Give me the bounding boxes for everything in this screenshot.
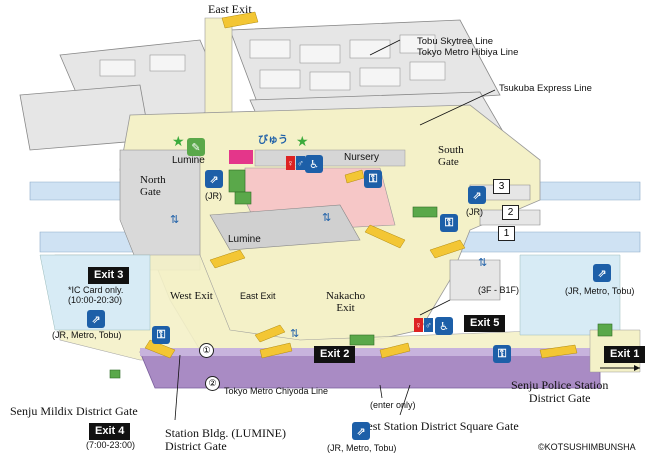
exit-5-sign: Exit 5 [464, 315, 506, 332]
mildix-gate-label: Senju Mildix District Gate [10, 404, 138, 418]
chiyoda-line-label: Tokyo Metro Chiyoda Line [224, 386, 329, 396]
escalator-icon: ⇗ [593, 264, 611, 282]
platform-1-marker: 1 [498, 226, 515, 241]
north-gate-label: North Gate [140, 174, 166, 199]
chiyoda-platform-top [140, 348, 600, 356]
stairs [144, 11, 578, 359]
west-square-gate-label: West Station District Square Gate [357, 419, 519, 433]
east-exit-lower-label: East Exit [240, 291, 276, 301]
info-icon: ✎ [187, 138, 205, 156]
jr-right-label: (JR) [466, 207, 483, 217]
jr-left-label: (JR) [205, 191, 222, 201]
copyright: ©KOTSUSHIMBUNSHA [538, 442, 636, 452]
exit-4-hours: (7:00-23:00) [86, 440, 136, 450]
nursery-block [254, 149, 406, 167]
exit-4-sign: Exit 4 [89, 423, 131, 440]
key-locker-icon: ⚿ [440, 214, 458, 232]
platform-2-marker: 2 [502, 205, 519, 220]
lumine-shop-magenta [229, 150, 253, 164]
tobu-skytree-line-label: Tobu Skytree Line [417, 36, 494, 47]
exit1-arrow-head [634, 365, 640, 371]
escalator-icon: ⇗ [205, 170, 223, 188]
enter-only-label: (enter only) [370, 400, 416, 410]
elevator-icon: ⇅ [478, 257, 488, 269]
jr-metro-tobu-right-label: (JR, Metro, Tobu) [565, 286, 635, 296]
elevator-icon: ⇅ [170, 214, 180, 226]
lumine-center-label: Lumine [228, 234, 261, 245]
jr-metro-tobu-left-label: (JR, Metro, Tobu) [52, 330, 122, 340]
escalator-icon: ⇗ [352, 422, 370, 440]
east-exit-label: East Exit [208, 2, 252, 16]
wheelchair-icon: ♿ [435, 317, 453, 335]
escalator-icon: ⇗ [87, 310, 105, 328]
escalator-icon: ⇗ [468, 186, 486, 204]
elevator-icon: ⇅ [322, 212, 332, 224]
exit-3-sign: Exit 3 [88, 267, 130, 284]
lumine-top-label: Lumine [172, 155, 205, 166]
jr-metro-tobu-bottom-label: (JR, Metro, Tobu) [327, 443, 397, 453]
key-locker-icon: ⚿ [493, 345, 511, 363]
west-exit-label: West Exit [170, 290, 213, 302]
tsukuba-express-line-label: Tsukuba Express Line [499, 83, 592, 94]
wheelchair-icon: ♿ [305, 155, 323, 173]
nursery-label: Nursery [344, 152, 380, 163]
view-plaza-label: びゅう [258, 135, 288, 146]
chiyoda-platform-2-marker: ② [205, 376, 220, 391]
east-exit-concourse [204, 17, 233, 121]
chiyoda-platform-1-marker: ① [199, 343, 214, 358]
nakacho-exit-label: Nakacho Exit [326, 290, 366, 315]
key-locker-icon: ⚿ [364, 170, 382, 188]
exit-1-sign: Exit 1 [604, 346, 646, 363]
key-locker-icon: ⚿ [152, 326, 170, 344]
tokyo-metro-hibiya-line-label: Tokyo Metro Hibiya Line [417, 47, 519, 58]
elevator-icon: ⇅ [290, 328, 300, 340]
toilet-icon: ♀♂ [414, 318, 433, 332]
station-bldg-gate-label: Station Bldg. (LUMINE) District Gate [165, 426, 286, 454]
ticket-gates [109, 169, 613, 379]
police-gate-label: Senju Police Station District Gate [511, 378, 609, 406]
toilet-icon: ♀♂ [286, 156, 305, 170]
south-gate-label: South Gate [438, 144, 464, 169]
leader-lines [174, 39, 496, 421]
star-icon: ★ [296, 133, 309, 149]
ic-card-note: *IC Card only. (10:00-20:30) [68, 285, 124, 306]
exit-2-sign: Exit 2 [314, 346, 356, 363]
center-block [209, 204, 361, 251]
star-icon: ★ [172, 133, 185, 149]
platform-3-marker: 3 [493, 179, 510, 194]
floors-label: (3F - B1F) [478, 285, 520, 295]
